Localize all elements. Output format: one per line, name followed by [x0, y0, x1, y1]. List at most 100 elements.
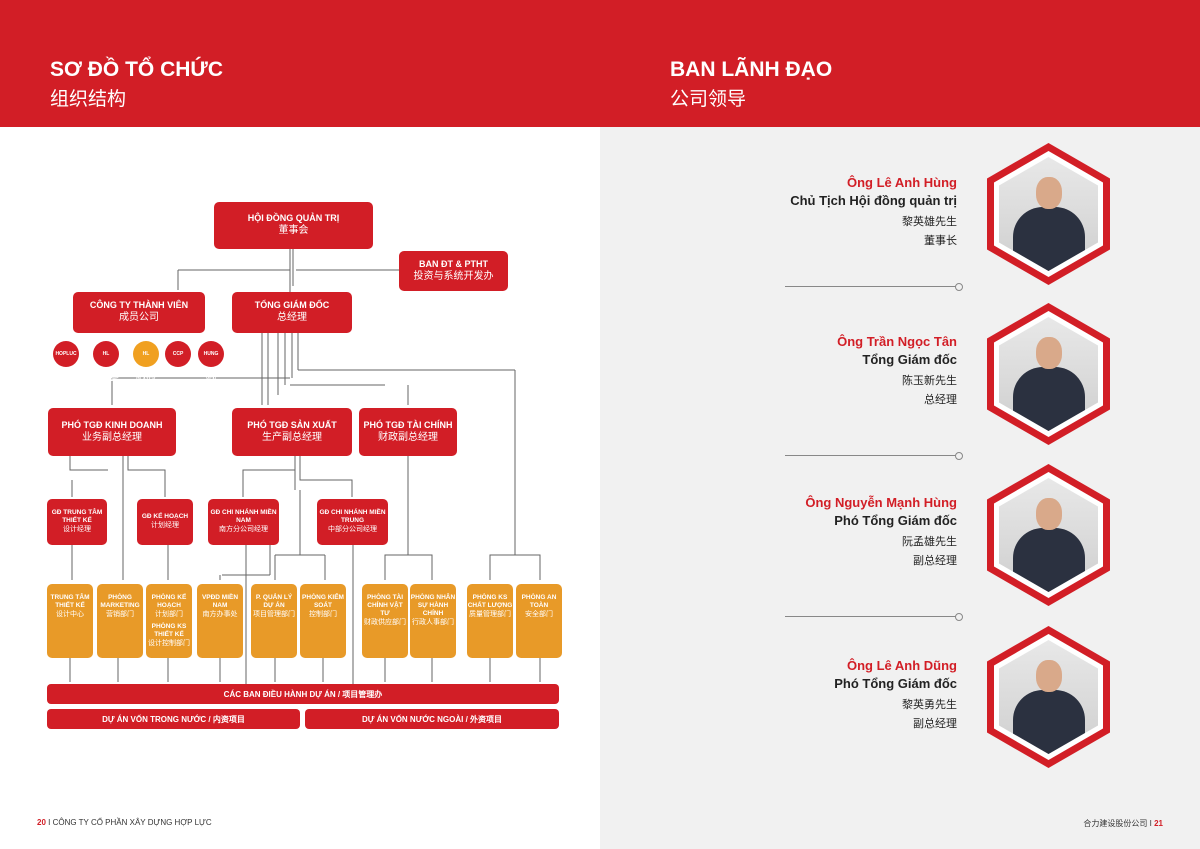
- label-zh: 成员公司: [119, 312, 159, 323]
- leader-title-zh: 副总经理: [913, 718, 957, 730]
- label-vi: PHÓ TGĐ SẢN XUẤT: [247, 419, 337, 430]
- manager-planning-box: GĐ KẾ HOẠCH 计划经理: [137, 499, 193, 545]
- label-zh: 营销部门: [106, 611, 134, 618]
- leader-photo: [987, 626, 1110, 768]
- leader-title: Tổng Giám đốc: [862, 352, 957, 367]
- label-vi: CÔNG TY THÀNH VIÊN: [89, 300, 189, 310]
- page-number: 20: [37, 818, 46, 827]
- leader-name-zh: 黎英勇先生: [902, 699, 957, 711]
- label-zh: 计划经理: [151, 522, 179, 529]
- logo-hung-yen: HUNG YEN: [198, 341, 224, 383]
- label-zh: 财政供应部门: [364, 619, 406, 626]
- department-box: PHÒNG MARKETING 营销部门: [97, 584, 143, 658]
- label-vi: PHÒNG KẾ HOẠCH: [151, 594, 187, 609]
- department-box: PHÒNG KIỂM SOÁT 控制部门: [300, 584, 346, 658]
- label-vi: PHÓ TGĐ KINH DOANH: [61, 419, 163, 430]
- label-vi: PHÒNG MARKETING: [100, 594, 140, 609]
- label-vi: TỔNG GIÁM ĐỐC: [254, 300, 330, 310]
- leader-name-zh: 黎英雄先生: [902, 216, 957, 228]
- label-vi: PHÓ TGĐ TÀI CHÍNH: [363, 419, 453, 430]
- leader-name: Ông Lê Anh Dũng: [847, 658, 957, 673]
- label-vi: GĐ TRUNG TÂM THIẾT KẾ: [51, 509, 103, 524]
- domestic-projects-bar: DỰ ÁN VỐN TRONG NƯỚC / 内资项目: [47, 709, 300, 729]
- leader-title-zh: 副总经理: [913, 555, 957, 567]
- logo-ccp: CCP: [165, 341, 191, 367]
- leader-name-zh: 陈玉新先生: [902, 375, 957, 387]
- divider: [785, 613, 963, 621]
- label-zh: 设计中心: [56, 611, 84, 618]
- leader-name-zh: 阮孟雄先生: [902, 536, 957, 548]
- label-zh: 南方分公司经理: [219, 526, 268, 533]
- leader-title: Phó Tổng Giám đốc: [834, 513, 957, 528]
- label-vi: GĐ CHI NHÁNH MIỀN TRUNG: [319, 509, 386, 524]
- left-footer: 20 I CÔNG TY CỔ PHẦN XÂY DỰNG HỢP LỰC: [37, 818, 212, 827]
- label-vi: GĐ KẾ HOẠCH: [141, 513, 189, 520]
- label-zh: 业务副总经理: [82, 431, 142, 443]
- label-vi: TRUNG TÂM THIẾT KẾ: [50, 594, 90, 609]
- footer-text: CÔNG TY CỔ PHẦN XÂY DỰNG HỢP LỰC: [52, 818, 212, 827]
- leader-title: Chủ Tịch Hội đồng quản trị: [790, 193, 957, 208]
- divider: [785, 452, 963, 460]
- label-zh: 生产副总经理: [262, 431, 322, 443]
- page-subtitle: 公司领导: [670, 89, 747, 110]
- page-subtitle: 组织结构: [50, 89, 127, 110]
- right-footer: 合力建设股份公司 I 21: [1083, 819, 1163, 828]
- page-title: BAN LÃNH ĐẠO: [670, 58, 833, 81]
- divider: [785, 283, 963, 291]
- label-zh: 投资与系统开发办: [413, 270, 494, 282]
- label-zh: 控制部门: [309, 611, 337, 618]
- leader-title-zh: 总经理: [924, 394, 957, 406]
- label-zh: 安全部门: [525, 611, 553, 618]
- label-vi: VPĐD MIỀN NAM: [201, 594, 239, 609]
- label-zh: 总经理: [277, 312, 307, 323]
- ceo-box: TỔNG GIÁM ĐỐC 总经理: [232, 292, 352, 333]
- project-management-bar: CÁC BAN ĐIỀU HÀNH DỰ ÁN / 项目管理办: [47, 684, 559, 704]
- label-zh: 南方办事处: [202, 611, 238, 618]
- leader-name: Ông Trần Ngọc Tân: [837, 334, 957, 349]
- label-vi: PHÒNG TÀI CHÍNH VẬT TƯ: [366, 594, 404, 617]
- foreign-projects-bar: DỰ ÁN VỐN NƯỚC NGOÀI / 外资项目: [305, 709, 559, 729]
- logo-hl-windows: HL WINDOWS: [93, 341, 119, 383]
- label-vi: P. QUẢN LÝ DỰ ÁN: [255, 594, 293, 609]
- department-box: VPĐD MIỀN NAM 南方办事处: [197, 584, 243, 658]
- label-vi: BAN ĐT & PTHT: [419, 258, 488, 269]
- label-zh: 董事会: [278, 225, 309, 236]
- label-zh: 设计控制部门: [148, 640, 190, 647]
- label-vi: PHÒNG KIỂM SOÁT: [302, 594, 344, 609]
- leader-name: Ông Lê Anh Hùng: [847, 175, 957, 190]
- right-header: BAN LÃNH ĐẠO 公司领导: [600, 0, 1200, 127]
- page-number: 21: [1154, 819, 1163, 828]
- label-zh: 设计经理: [63, 526, 91, 533]
- board-box: HỘI ĐỒNG QUẢN TRỊ 董事会: [214, 202, 373, 249]
- label-vi: HỘI ĐỒNG QUẢN TRỊ: [247, 213, 340, 223]
- left-header: SƠ ĐỒ TỔ CHỨC 组织结构: [0, 0, 600, 127]
- label-vi: PHÒNG KS THIẾT KẾ: [151, 623, 187, 638]
- leader-title-zh: 董事长: [924, 235, 957, 247]
- leader-photo: [987, 143, 1110, 285]
- manager-design-box: GĐ TRUNG TÂM THIẾT KẾ 设计经理: [47, 499, 107, 545]
- logo-hopluc-mep: HOPLUC MEP: [53, 341, 79, 383]
- department-box: PHÒNG TÀI CHÍNH VẬT TƯ 财政供应部门: [362, 584, 408, 658]
- label-vi: PHÒNG AN TOÀN: [521, 594, 557, 609]
- leader-title: Phó Tổng Giám đốc: [834, 676, 957, 691]
- footer-text: 合力建设股份公司: [1083, 819, 1148, 828]
- label-zh: 质量管理部门: [469, 611, 511, 618]
- department-box: PHÒNG AN TOÀN 安全部门: [516, 584, 562, 658]
- logo-hl-platek: HL PLATEK: [133, 341, 159, 383]
- department-box: TRUNG TÂM THIẾT KẾ 设计中心: [47, 584, 93, 658]
- label-zh: 行政人事部门: [412, 619, 454, 626]
- page-title: SƠ ĐỒ TỔ CHỨC: [50, 58, 224, 81]
